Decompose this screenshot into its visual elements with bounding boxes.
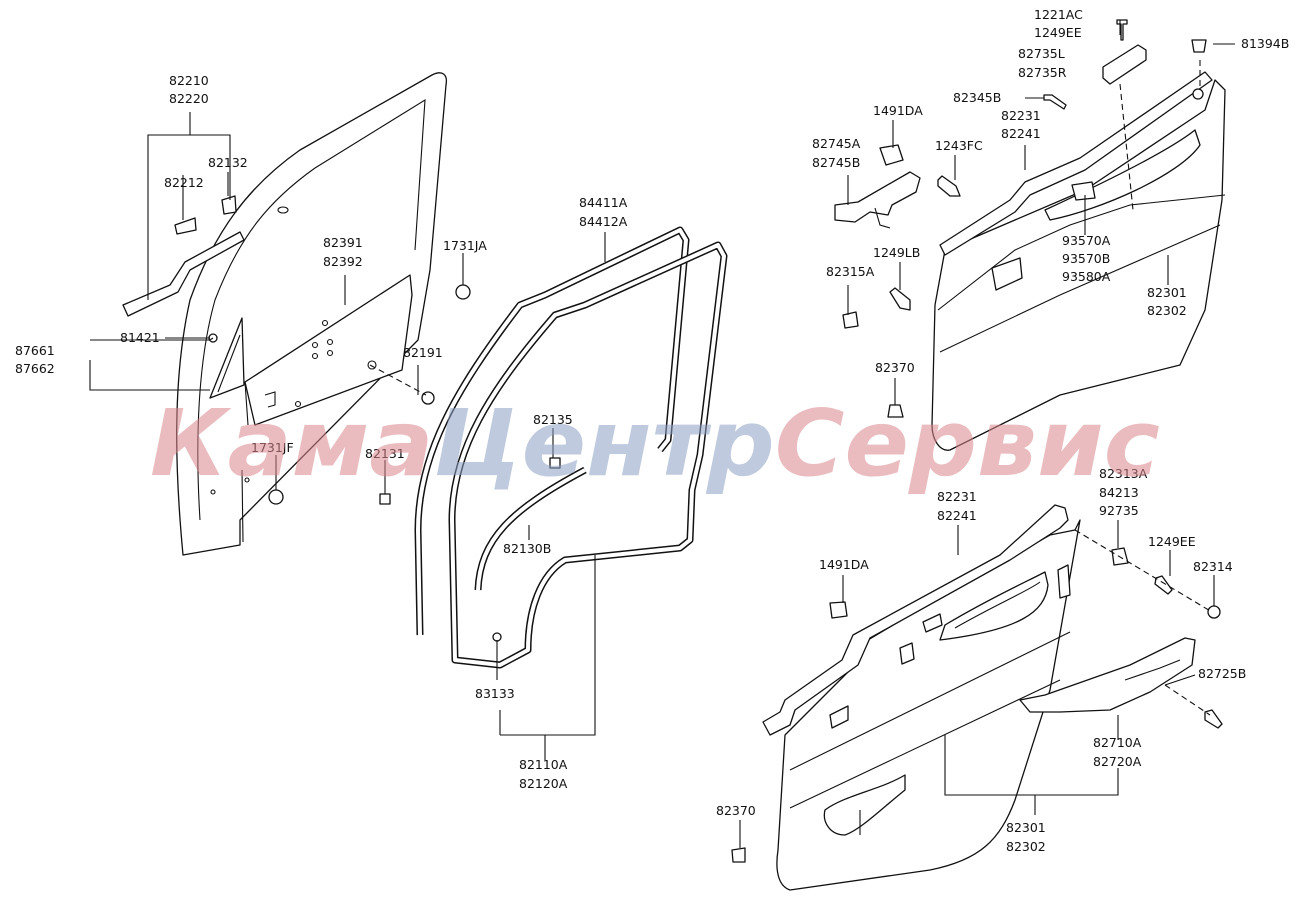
label-82130b: 82130B [503, 541, 551, 556]
label-81394b: 81394B [1241, 36, 1289, 51]
label-82370-top: 82370 [875, 360, 915, 375]
watermark-part-1: Кама [150, 390, 434, 497]
label-82210: 82210 [169, 73, 209, 88]
label-82131: 82131 [365, 446, 405, 461]
label-82132: 82132 [208, 155, 248, 170]
lower-fasteners [731, 547, 1223, 863]
label-92735: 92735 [1099, 503, 1139, 518]
label-1731ja: 1731JA [443, 238, 487, 253]
upper-fasteners [842, 19, 1207, 418]
door-weatherstrip-lower-bar [474, 466, 587, 591]
door-weatherstrip-outer [414, 226, 690, 636]
label-82220: 82220 [169, 91, 209, 106]
front-door-pocket-panel [244, 274, 413, 426]
upper-door-trim-panel [931, 71, 1226, 451]
label-1249ee-top: 1249EE [1034, 25, 1082, 40]
label-82725b: 82725B [1198, 666, 1246, 681]
label-93570a: 93570A [1062, 233, 1111, 248]
label-82302-top: 82302 [1147, 303, 1187, 318]
door-handle-escutcheon [1102, 44, 1147, 85]
weatherstrip-clips [492, 457, 561, 642]
leader-lines [89, 20, 1235, 848]
part-number-labels: 82210 82220 82132 82212 87661 87662 8142… [15, 7, 1289, 854]
lower-trim-bracket [1019, 637, 1196, 713]
label-82313a: 82313A [1099, 466, 1148, 481]
label-1491da-bot: 1491DA [819, 557, 869, 572]
label-82231-bot: 82231 [937, 489, 977, 504]
label-82241-bot: 82241 [937, 508, 977, 523]
label-93580a: 93580A [1062, 269, 1111, 284]
label-81421: 81421 [120, 330, 160, 345]
label-1243fc: 1243FC [935, 138, 983, 153]
upper-mounting-bracket [834, 171, 921, 229]
label-82110a: 82110A [519, 757, 568, 772]
label-87662: 87662 [15, 361, 55, 376]
mirror-corner-cover [209, 317, 245, 399]
label-82392: 82392 [323, 254, 363, 269]
label-1249ee-bot: 1249EE [1148, 534, 1196, 549]
label-82191: 82191 [403, 345, 443, 360]
label-87661: 87661 [15, 343, 55, 358]
label-1491da-top: 1491DA [873, 103, 923, 118]
front-door-inner-trim-strip [122, 195, 245, 317]
door-weatherstrip-inner [448, 241, 728, 669]
watermark-part-3: Сервис [775, 390, 1160, 497]
label-82120a: 82120A [519, 776, 568, 791]
label-82212: 82212 [164, 175, 204, 190]
label-82720a: 82720A [1093, 754, 1142, 769]
label-84411a: 84411A [579, 195, 628, 210]
label-82301-bot: 82301 [1006, 820, 1046, 835]
lower-door-trim-panel [762, 504, 1081, 891]
label-82370-bot: 82370 [716, 803, 756, 818]
label-82314: 82314 [1193, 559, 1233, 574]
label-82241-top: 82241 [1001, 126, 1041, 141]
label-82135: 82135 [533, 412, 573, 427]
label-82315a: 82315A [826, 264, 875, 279]
label-83133: 83133 [475, 686, 515, 701]
label-82745b: 82745B [812, 155, 860, 170]
label-1249lb: 1249LB [873, 245, 920, 260]
label-82231-top: 82231 [1001, 108, 1041, 123]
label-82745a: 82745A [812, 136, 861, 151]
front-door-trim-panel [176, 72, 448, 556]
label-82735r: 82735R [1018, 65, 1067, 80]
label-82710a: 82710A [1093, 735, 1142, 750]
label-1221ac: 1221AC [1034, 7, 1083, 22]
label-84213: 84213 [1099, 485, 1139, 500]
watermark-part-2: Центр [434, 390, 775, 497]
label-82391: 82391 [323, 235, 363, 250]
label-82735l: 82735L [1018, 46, 1065, 61]
label-93570b: 93570B [1062, 251, 1110, 266]
label-1731jf: 1731JF [251, 440, 294, 455]
label-84412a: 84412A [579, 214, 628, 229]
label-82301-top: 82301 [1147, 285, 1187, 300]
label-82302-bot: 82302 [1006, 839, 1046, 854]
label-82345b: 82345B [953, 90, 1001, 105]
